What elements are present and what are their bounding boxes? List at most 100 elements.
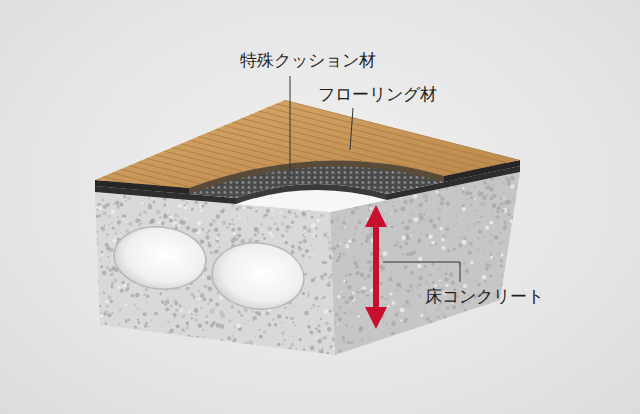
concrete-speck <box>505 345 507 347</box>
concrete-speck <box>518 223 522 227</box>
concrete-speck <box>247 320 248 321</box>
concrete-speck <box>511 251 516 256</box>
concrete-speck <box>116 229 118 231</box>
concrete-speck <box>254 336 256 338</box>
concrete-speck <box>129 341 131 343</box>
concrete-speck <box>358 258 361 261</box>
concrete-speck <box>456 337 458 339</box>
concrete-speck <box>188 310 191 313</box>
concrete-speck <box>255 353 259 357</box>
concrete-speck <box>301 254 305 258</box>
concrete-speck <box>435 332 437 334</box>
concrete-speck <box>506 333 508 335</box>
concrete-speck <box>214 308 215 309</box>
concrete-speck <box>306 353 309 356</box>
concrete-speck <box>489 196 493 200</box>
concrete-speck <box>489 253 492 256</box>
concrete-speck <box>328 308 332 312</box>
concrete-speck <box>217 292 219 294</box>
concrete-speck <box>219 311 224 316</box>
concrete-speck <box>496 215 500 219</box>
concrete-speck <box>365 239 369 243</box>
concrete-speck <box>191 313 193 315</box>
concrete-speck <box>409 199 414 204</box>
concrete-speck <box>423 331 427 335</box>
concrete-speck <box>518 350 521 353</box>
concrete-speck <box>286 225 290 229</box>
concrete-speck <box>408 219 412 223</box>
concrete-speck <box>510 219 515 224</box>
plank-line <box>72 163 495 271</box>
leader-line <box>383 262 460 282</box>
concrete-speck <box>512 306 517 311</box>
concrete-speck <box>120 353 124 357</box>
concrete-speck <box>425 210 427 212</box>
concrete-speck <box>231 347 235 351</box>
concrete-speck <box>186 202 188 204</box>
concrete-speck <box>333 348 335 350</box>
concrete-speck <box>162 335 166 339</box>
concrete-speck <box>219 247 221 249</box>
concrete-speck <box>332 321 336 325</box>
part-label: 特殊クッション材 <box>240 50 376 70</box>
concrete-speck <box>507 264 509 266</box>
concrete-speck <box>492 203 496 207</box>
concrete-speck <box>380 256 382 258</box>
concrete-speck <box>369 207 372 210</box>
concrete-speck <box>485 187 487 189</box>
concrete-speck <box>313 249 314 250</box>
concrete-speck <box>185 326 189 330</box>
concrete-speck <box>110 300 113 303</box>
plank-line <box>150 130 573 238</box>
concrete-speck <box>127 283 129 285</box>
concrete-speck <box>145 288 148 291</box>
concrete-speck <box>274 222 277 225</box>
concrete-speck <box>181 327 182 328</box>
concrete-speck <box>284 307 286 309</box>
concrete-speck <box>489 260 492 263</box>
concrete-speck <box>486 194 488 196</box>
concrete-speck <box>266 312 270 316</box>
concrete-speck <box>195 318 197 320</box>
concrete-speck <box>289 347 292 350</box>
concrete-speck <box>98 214 101 217</box>
concrete-speck <box>143 210 147 214</box>
concrete-speck <box>244 346 245 347</box>
concrete-speck <box>279 211 282 214</box>
concrete-speck <box>315 337 317 339</box>
concrete-speck <box>475 208 479 212</box>
concrete-speck <box>94 306 97 309</box>
concrete-speck <box>339 243 341 245</box>
concrete-speck <box>449 273 453 277</box>
concrete-speck <box>518 224 521 227</box>
concrete-speck <box>455 339 460 344</box>
concrete-speck <box>332 278 334 280</box>
concrete-speck <box>439 354 441 356</box>
concrete-speck <box>395 316 396 317</box>
concrete-speck <box>102 211 107 216</box>
concrete-speck <box>498 338 500 340</box>
concrete-speck <box>471 244 473 246</box>
concrete-speck <box>366 293 370 297</box>
plank-line <box>81 159 504 267</box>
concrete-speck <box>248 238 253 243</box>
concrete-speck <box>463 237 466 240</box>
concrete-speck <box>149 220 153 224</box>
concrete-speck <box>431 241 435 245</box>
concrete-speck <box>387 305 389 307</box>
concrete-speck <box>396 222 398 224</box>
concrete-speck <box>323 272 327 276</box>
concrete-speck <box>498 177 501 180</box>
concrete-speck <box>181 337 184 340</box>
concrete-speck <box>315 297 319 301</box>
concrete-speck <box>347 285 351 289</box>
concrete-speck <box>334 294 336 296</box>
concrete-speck <box>231 206 232 207</box>
concrete-speck <box>510 273 514 277</box>
concrete-speck <box>109 290 111 292</box>
concrete-speck <box>439 341 441 343</box>
concrete-speck <box>494 235 499 240</box>
concrete-speck <box>320 275 323 278</box>
concrete-speck <box>214 222 215 223</box>
concrete-speck <box>470 261 473 264</box>
